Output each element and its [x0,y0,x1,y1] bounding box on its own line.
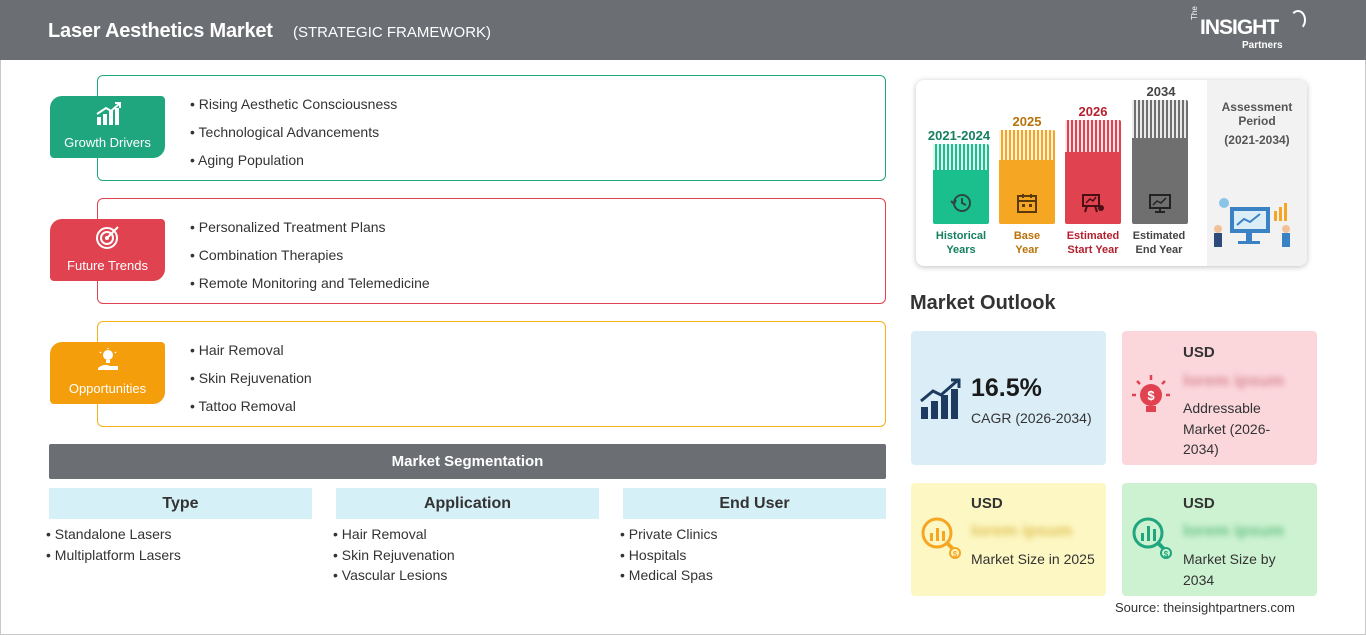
list-item: • Technological Advancements [190,124,380,140]
segment-application-list: • Hair Removal • Skin Rejuvenation • Vas… [333,526,455,588]
timeline-bar-base [999,130,1055,224]
addressable-currency: USD [1183,344,1215,361]
list-item: • Medical Spas [620,567,713,583]
addressable-value-blurred: lorem ipsum [1183,371,1285,390]
list-item: • Skin Rejuvenation [333,546,455,563]
future-trends-badge: Future Trends [50,219,165,281]
page-title: Laser Aesthetics Market [48,20,273,42]
size-2025-currency: USD [971,495,1003,512]
opportunities-list: • Hair Removal • Skin Rejuvenation • Tat… [190,342,312,426]
list-item: • Vascular Lesions [333,567,448,583]
analytics-people-illustration [1214,198,1290,247]
lightbulb-hand-icon [98,348,118,370]
growth-chart-icon [920,378,961,419]
timeline-year-start: 2026 [1078,104,1108,119]
segment-application-heading: Application [336,488,599,519]
timeline-year-historical: 2021-2024 [927,128,991,143]
timeline-year-end: 2034 [1146,84,1176,99]
list-item: • Remote Monitoring and Telemedicine [190,275,430,291]
monitor-chart-icon [1149,194,1171,213]
timeline-bar-historical [933,144,989,224]
presentation-board-icon [1082,194,1104,213]
header-bar: Laser Aesthetics Market (STRATEGIC FRAME… [0,0,1366,60]
future-trends-box [97,198,886,304]
future-trends-list: • Personalized Treatment Plans • Combina… [190,219,430,303]
addressable-label: Addressable Market (2026-2034) [1183,400,1271,457]
target-icon [96,226,119,249]
segment-end-user-list: • Private Clinics • Hospitals • Medical … [620,526,718,588]
list-item: • Private Clinics [620,526,718,542]
source-note: Source: theinsightpartners.com [1115,600,1295,615]
timeline-year-base: 2025 [1012,114,1042,129]
calendar-icon [1017,194,1037,213]
assessment-period-panel [1207,80,1307,266]
addressable-market-card: $ USD lorem ipsum Addressable Market (20… [1122,331,1317,465]
list-item: • Hospitals [620,546,687,563]
list-item: • Personalized Treatment Plans [190,219,386,235]
cagr-label: CAGR (2026-2034) [971,410,1092,426]
timeline-bar-end [1132,100,1188,224]
page-subtitle: (STRATEGIC FRAMEWORK) [293,24,492,41]
market-size-2034-card: $ USD lorem ipsum Market Size by 2034 [1122,483,1317,596]
svg-text:$: $ [953,550,958,559]
svg-text:$: $ [1164,550,1169,559]
opportunities-badge: Opportunities [50,342,165,404]
list-item: • Skin Rejuvenation [190,370,312,386]
market-segmentation-title: Market Segmentation [49,444,886,479]
segment-end-user-heading: End User [623,488,886,519]
assessment-period-range: (2021-2034) [1224,133,1290,147]
list-item: • Hair Removal [190,342,284,358]
svg-text:$: $ [1147,388,1155,403]
list-item: • Rising Aesthetic Consciousness [190,96,398,112]
magnifier-chart-icon: $ [1132,517,1172,559]
list-item: • Multiplatform Lasers [46,546,181,563]
growth-drivers-box [97,75,886,181]
list-item: • Tattoo Removal [190,398,296,414]
size-2025-value-blurred: lorem ipsum [971,521,1073,540]
size-2034-currency: USD [1183,495,1215,512]
cagr-value: 16.5% [971,374,1042,402]
list-item: • Combination Therapies [190,247,344,263]
market-size-2025-card: $ USD lorem ipsum Market Size in 2025 [911,483,1106,596]
list-item: • Aging Population [190,152,304,168]
size-2034-value-blurred: lorem ipsum [1183,521,1285,540]
magnifier-chart-icon: $ [921,517,961,559]
list-item: • Standalone Lasers [46,526,172,542]
size-2025-label: Market Size in 2025 [971,551,1095,567]
market-outlook-title: Market Outlook [910,292,1056,314]
list-item: • Hair Removal [333,526,427,542]
growth-drivers-badge: Growth Drivers [50,96,165,158]
cagr-card: 16.5% CAGR (2026-2034) [911,331,1106,465]
segment-type-heading: Type [49,488,312,519]
timeline-bar-start [1065,120,1121,224]
history-clock-icon [950,194,971,212]
dollar-bulb-icon: $ [1132,375,1170,412]
size-2034-label: Market Size by 2034 [1183,551,1276,588]
opportunities-box [97,321,886,427]
assessment-period-title: Assessment Period [1221,100,1293,128]
growth-chart-icon [96,102,121,125]
segment-type-list: • Standalone Lasers • Multiplatform Lase… [46,526,181,567]
growth-drivers-list: • Rising Aesthetic Consciousness • Techn… [190,96,397,180]
insight-partners-logo: The INSIGHT Partners [1190,6,1310,54]
